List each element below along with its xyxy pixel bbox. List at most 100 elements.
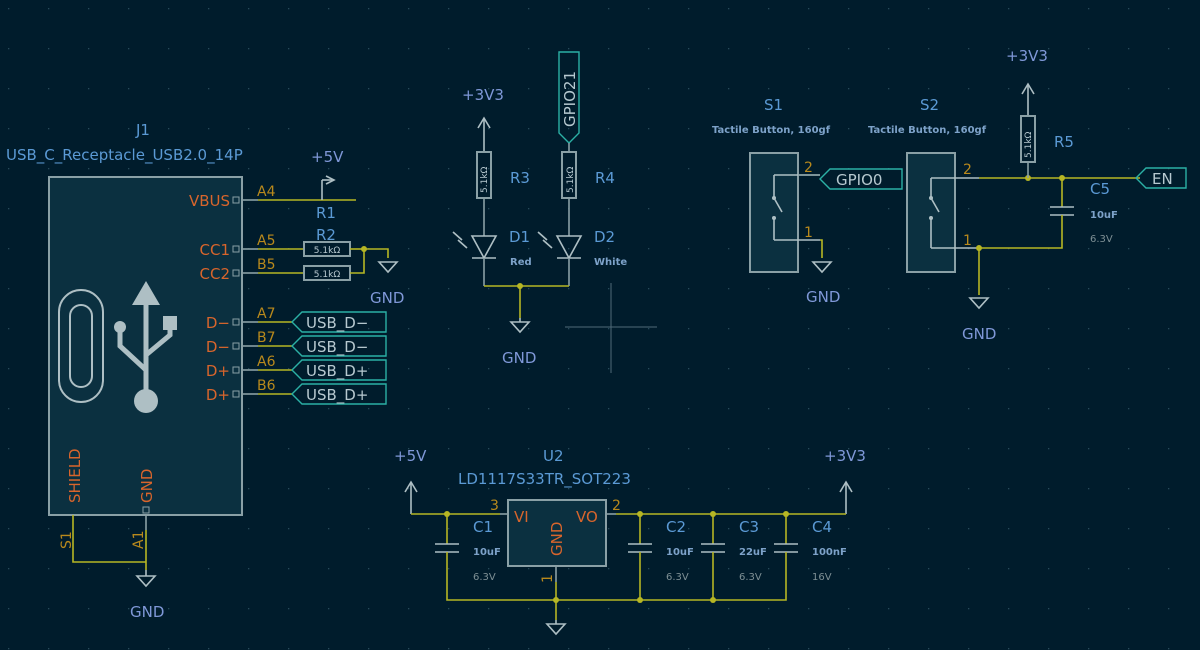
r2-reference: R2 (316, 226, 336, 244)
svg-text:USB_D−: USB_D− (306, 338, 368, 357)
j1-reference: J1 (135, 121, 150, 139)
s1-value: Tactile Button, 160gf (712, 125, 831, 136)
svg-text:5.1kΩ: 5.1kΩ (314, 246, 341, 256)
s2-body (906, 152, 956, 273)
svg-text:C2: C2 (666, 518, 686, 536)
c5-value: 10uF (1090, 210, 1118, 221)
svg-text:2: 2 (963, 162, 972, 178)
d1-value: Red (510, 257, 532, 268)
gnd-label: GND (962, 325, 996, 343)
svg-text:EN: EN (1152, 170, 1173, 188)
pin-number: A4 (257, 184, 276, 200)
j1-pin-b7[interactable]: D− B7 (206, 330, 276, 356)
j1-pin-a6[interactable]: D+ A6 (206, 354, 276, 380)
j1-pin-a7[interactable]: D− A7 (206, 306, 276, 332)
net-label-usb-dp (291, 359, 387, 381)
pin-number: A7 (257, 306, 275, 322)
j1-pin-shield[interactable]: SHIELD S1 (59, 448, 84, 549)
j1-pin-gnd[interactable]: GND A1 (131, 469, 156, 549)
svg-text:3: 3 (490, 498, 499, 514)
capacitor-c4[interactable]: C4 100nF 16V (774, 514, 847, 583)
svg-text:5.1kΩ: 5.1kΩ (1024, 131, 1034, 158)
pin-number: B6 (257, 378, 276, 394)
svg-text:C3: C3 (739, 518, 759, 536)
pin-name: CC2 (200, 265, 231, 283)
j1-pin-cc1[interactable]: CC1 A5 (200, 233, 276, 259)
usb-data-labels[interactable]: USB_D− USB_D− USB_D+ USB_D+ (258, 311, 387, 405)
gnd-label: GND (130, 603, 164, 621)
pin-number: A1 (131, 531, 147, 549)
usb-gnd-wiring (72, 515, 157, 588)
net-label-usb-dp (291, 383, 387, 405)
button-s2[interactable]: S2 Tactile Button, 160gf 2 1 (868, 96, 987, 273)
svg-text:C1: C1 (473, 518, 493, 536)
j1-pin-b6[interactable]: D+ B6 (206, 378, 276, 404)
capacitor-c2[interactable]: C2 10uF 6.3V (628, 514, 694, 583)
j1-pin-cc2[interactable]: CC2 B5 (200, 257, 276, 283)
svg-text:1: 1 (540, 574, 556, 583)
power-label-3v3: +3V3 (462, 86, 504, 104)
d2-value: White (594, 257, 627, 268)
c5-voltage: 6.3V (1090, 234, 1113, 245)
svg-text:5.1kΩ: 5.1kΩ (566, 166, 576, 193)
vbus-net (258, 175, 356, 201)
svg-text:VO: VO (576, 508, 598, 526)
svg-text:6.3V: 6.3V (666, 572, 689, 583)
svg-text:GND: GND (548, 522, 566, 556)
net-label-usb-dm (291, 311, 387, 333)
r3-reference: R3 (510, 169, 530, 187)
svg-text:22uF: 22uF (739, 547, 767, 558)
u2-value: LD1117S33TR_SOT223 (458, 470, 631, 489)
button-s1[interactable]: S1 Tactile Button, 160gf 2 1 GPIO0 (712, 96, 903, 274)
svg-text:USB_D+: USB_D+ (306, 386, 368, 405)
usb-trident-icon (114, 281, 177, 413)
led-section[interactable]: +3V3 GPIO21 5.1kΩ R3 5.1kΩ R4 D1 Red (452, 51, 627, 367)
pin-name: D+ (206, 362, 230, 380)
pin-number: B5 (257, 257, 276, 273)
svg-text:5.1kΩ: 5.1kΩ (480, 166, 490, 193)
net-label-usb-dm (291, 335, 387, 357)
svg-text:16V: 16V (812, 572, 832, 583)
pin-number: S1 (59, 531, 75, 549)
pin-name: D− (206, 314, 230, 332)
power-label-5v: +5V (311, 148, 344, 166)
pin-name: D+ (206, 386, 230, 404)
pin-number: A5 (257, 233, 275, 249)
led-d1[interactable]: D1 Red (452, 228, 532, 286)
pin-name: D− (206, 338, 230, 356)
gnd-label: GND (502, 349, 536, 367)
gnd-label: GND (370, 289, 404, 307)
s2-value: Tactile Button, 160gf (868, 125, 987, 136)
capacitor-c3[interactable]: C3 22uF 6.3V (701, 514, 767, 583)
net-label-en (1135, 167, 1187, 189)
pin-number: A6 (257, 354, 276, 370)
net-label-gpio0 (819, 168, 903, 190)
u2-reference: U2 (543, 447, 564, 465)
regulator-section[interactable]: +5V +3V3 U2 LD1117S33TR_SOT223 VI VO GND… (394, 447, 866, 636)
u2-body (507, 499, 607, 567)
c5-reference: C5 (1090, 180, 1110, 198)
svg-text:10uF: 10uF (473, 547, 501, 558)
j1-value: USB_C_Receptacle_USB2.0_14P (6, 146, 243, 165)
svg-text:USB_D−: USB_D− (306, 314, 368, 333)
crosshair-cursor-icon (565, 283, 657, 373)
en-network[interactable]: 5.1kΩ R5 C5 10uF 6.3V EN (968, 82, 1187, 310)
pin-name: CC1 (200, 241, 231, 259)
svg-text:1: 1 (804, 225, 813, 241)
r4-reference: R4 (595, 169, 615, 187)
cc-resistors[interactable]: 5.1kΩ 5.1kΩ R1 R2 (258, 204, 399, 281)
r5-reference: R5 (1054, 133, 1074, 151)
svg-text:6.3V: 6.3V (739, 572, 762, 583)
svg-text:10uF: 10uF (666, 547, 694, 558)
j1-pin-vbus[interactable]: VBUS A4 (189, 184, 276, 210)
led-d2[interactable]: D2 White (537, 228, 627, 286)
pin-number: B7 (257, 330, 276, 346)
usb-c-connector-j1[interactable]: J1 USB_C_Receptacle_USB2.0_14P VBUS A4 C… (6, 121, 276, 549)
gnd-label: GND (806, 288, 840, 306)
svg-text:5.1kΩ: 5.1kΩ (314, 270, 341, 280)
capacitor-c1[interactable]: C1 10uF 6.3V (435, 514, 501, 583)
svg-text:100nF: 100nF (812, 547, 847, 558)
r1-reference: R1 (316, 204, 336, 222)
svg-text:2: 2 (612, 498, 621, 514)
